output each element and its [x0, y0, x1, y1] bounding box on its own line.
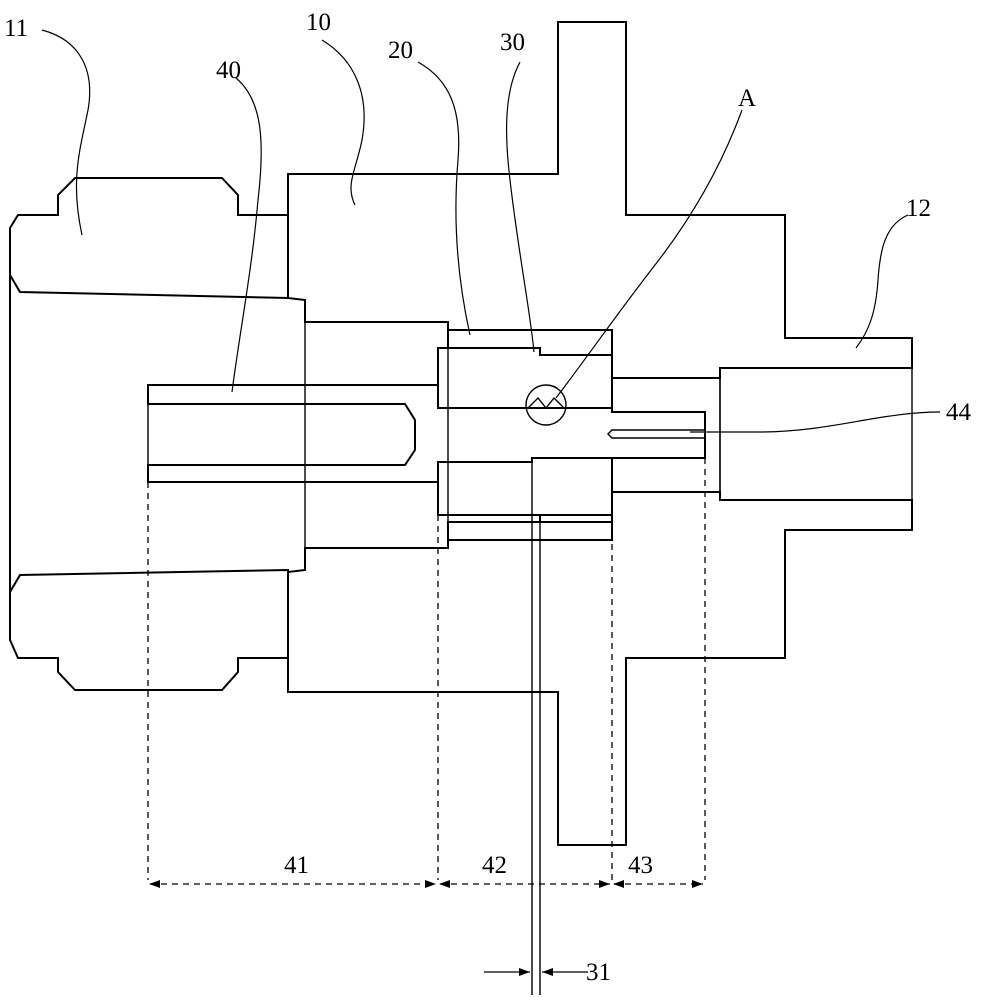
- label-44: 44: [946, 399, 972, 426]
- contact-pin-40: [147, 384, 706, 483]
- label-20: 20: [388, 37, 413, 64]
- label-a: A: [738, 85, 756, 112]
- tail-bore: [719, 367, 913, 501]
- pin-slot-44: [607, 429, 705, 439]
- label-30: 30: [500, 29, 525, 56]
- label-40: 40: [216, 57, 241, 84]
- insulator-30: [437, 347, 613, 523]
- nut-lower: [9, 568, 289, 691]
- leader-lines: [41, 29, 941, 433]
- inner-bore: [304, 322, 913, 548]
- label-31: 31: [586, 959, 611, 986]
- body-upper: [287, 21, 913, 379]
- label-12: 12: [906, 195, 931, 222]
- label-41: 41: [284, 852, 309, 879]
- housing-upper: [9, 21, 913, 379]
- sleeve-20: [447, 329, 613, 541]
- body-lower: [287, 491, 913, 846]
- housing-lower: [9, 491, 913, 846]
- detail-circle-a: [525, 384, 567, 426]
- label-43: 43: [628, 852, 653, 879]
- reference-labels: 11 10 40 20 30 A 12 44 41 42 43 31: [4, 9, 972, 986]
- dimension-lines: [147, 458, 706, 995]
- label-10: 10: [306, 9, 331, 36]
- nut-upper: [9, 177, 289, 300]
- label-11: 11: [4, 15, 28, 42]
- label-42: 42: [482, 852, 507, 879]
